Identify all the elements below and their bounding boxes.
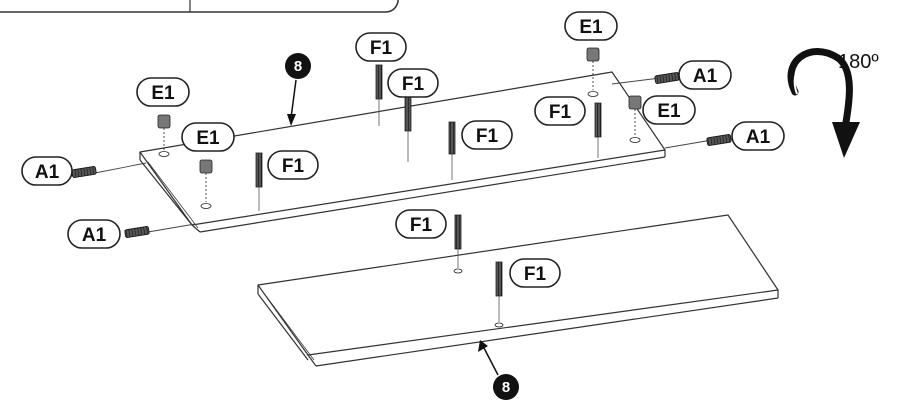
part-badge-top: 8 xyxy=(285,53,311,126)
callout-label: E1 xyxy=(579,17,603,38)
a1-connectors xyxy=(71,72,732,238)
frame-edge xyxy=(0,0,399,13)
callout-label: E1 xyxy=(151,83,175,104)
callout-f1-5: F1 xyxy=(267,150,319,180)
rotation-label: 180º xyxy=(838,51,879,73)
callout-label: E1 xyxy=(196,128,220,149)
callout-label: F1 xyxy=(549,102,572,123)
callout-a1-bottom-left: A1 xyxy=(67,219,121,249)
leader-lines xyxy=(94,77,713,233)
callout-f1-4: F1 xyxy=(534,96,586,126)
part-number: 8 xyxy=(502,379,510,396)
part-badge-bottom: 8 xyxy=(478,340,519,400)
callout-f1-2: F1 xyxy=(387,68,439,98)
callout-f1-7: F1 xyxy=(509,258,561,288)
panel-lower xyxy=(257,214,779,367)
callout-label: F1 xyxy=(476,126,499,147)
callout-e1-mid-left: E1 xyxy=(181,122,235,152)
callout-label: F1 xyxy=(282,156,305,177)
callout-e1-right: E1 xyxy=(642,95,696,125)
e1-cam-locks xyxy=(157,47,642,209)
callout-label: A1 xyxy=(35,162,60,183)
callout-label: E1 xyxy=(657,101,681,122)
callout-a1-right: A1 xyxy=(731,121,785,151)
rotate-180-icon xyxy=(787,48,860,158)
callout-f1-6: F1 xyxy=(395,209,447,239)
part-number: 8 xyxy=(294,58,302,75)
callout-label: A1 xyxy=(693,66,718,87)
callout-a1-top-right: A1 xyxy=(678,60,732,90)
callout-label: F1 xyxy=(524,264,547,285)
f1-dowels xyxy=(255,64,602,328)
callout-f1-1: F1 xyxy=(355,32,407,62)
callout-e1-left: E1 xyxy=(136,77,190,107)
callout-label: A1 xyxy=(746,127,771,148)
panel-upper xyxy=(139,71,666,233)
callout-f1-3: F1 xyxy=(461,120,513,150)
callout-label: F1 xyxy=(370,38,393,59)
callout-label: F1 xyxy=(402,74,425,95)
callout-e1-top: E1 xyxy=(564,11,618,41)
callouts: A1 A1 A1 A1 E1 E1 E1 E1 F1 F1 F1 F1 F1 F… xyxy=(21,11,785,288)
callout-a1-left: A1 xyxy=(21,156,73,186)
callout-label: F1 xyxy=(410,215,433,236)
callout-label: A1 xyxy=(82,225,107,246)
